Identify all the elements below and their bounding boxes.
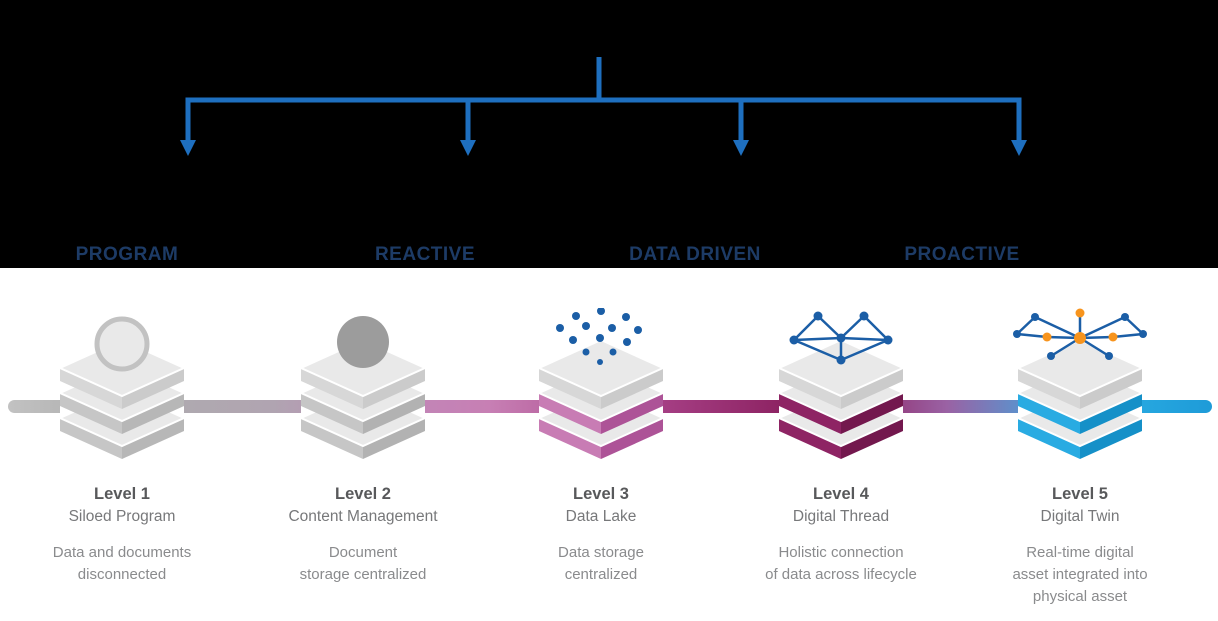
level-5-title: Level 5: [1052, 485, 1108, 503]
level-2-stack-icon: [298, 316, 428, 459]
level-1-title: Level 1: [94, 485, 150, 503]
level-3-description: Data storage centralized: [558, 544, 644, 583]
level-1-column: Level 1 Siloed Program Data and document…: [2, 484, 242, 586]
level-2-subtitle: Content Management: [288, 508, 438, 525]
level-1-description: Data and documents disconnected: [52, 544, 192, 583]
maturity-levels-section: Level 1 Siloed Program Data and document…: [0, 268, 1218, 621]
level-5-column: Level 5 Digital Twin Real-time digital a…: [960, 484, 1200, 608]
header-label-1: PROGRAM: [75, 244, 179, 265]
header-label-4: PROACTIVE: [904, 244, 1020, 265]
level-4-stack-icon: [776, 311, 906, 459]
header-label-3: DATA DRIVEN: [629, 244, 761, 265]
data-dots-icon: [556, 308, 642, 365]
arrowhead-icons: [180, 140, 1027, 156]
level-2-title: Level 2: [335, 485, 391, 503]
network-graph-icon: [789, 311, 893, 365]
level-4-description: Holistic connection of data across lifec…: [765, 544, 917, 583]
level-2-description: Document storage centralized: [299, 544, 427, 583]
level-4-column: Level 4 Digital Thread Holistic connecti…: [721, 484, 961, 586]
level-3-column: Level 3 Data Lake Data storage centraliz…: [481, 484, 721, 586]
level-2-column: Level 2 Content Management Document stor…: [243, 484, 483, 586]
filled-circle-icon: [337, 316, 389, 368]
header-band: PROGRAM REACTIVE DATA DRIVEN PROACTIVE: [0, 0, 1218, 268]
stack-layer-top: [536, 338, 666, 409]
level-3-title: Level 3: [573, 485, 629, 503]
level-4-title: Level 4: [813, 485, 869, 503]
level-1-stack-icon: [57, 316, 187, 459]
connector-lines: [185, 57, 1022, 143]
level-3-subtitle: Data Lake: [565, 508, 637, 525]
branch-connector: [180, 57, 1027, 156]
stack-layer-top: [776, 338, 906, 409]
level-5-stack-icon: [1013, 308, 1147, 459]
level-1-subtitle: Siloed Program: [68, 508, 176, 525]
level-4-subtitle: Digital Thread: [792, 508, 890, 525]
circle-outline-icon: [94, 316, 150, 372]
level-3-stack-icon: [536, 308, 666, 459]
header-label-2: REACTIVE: [374, 244, 476, 265]
hub-network-icon: [1013, 308, 1147, 360]
level-5-description: Real-time digital asset integrated into …: [1012, 544, 1148, 605]
level-5-subtitle: Digital Twin: [1040, 508, 1120, 525]
